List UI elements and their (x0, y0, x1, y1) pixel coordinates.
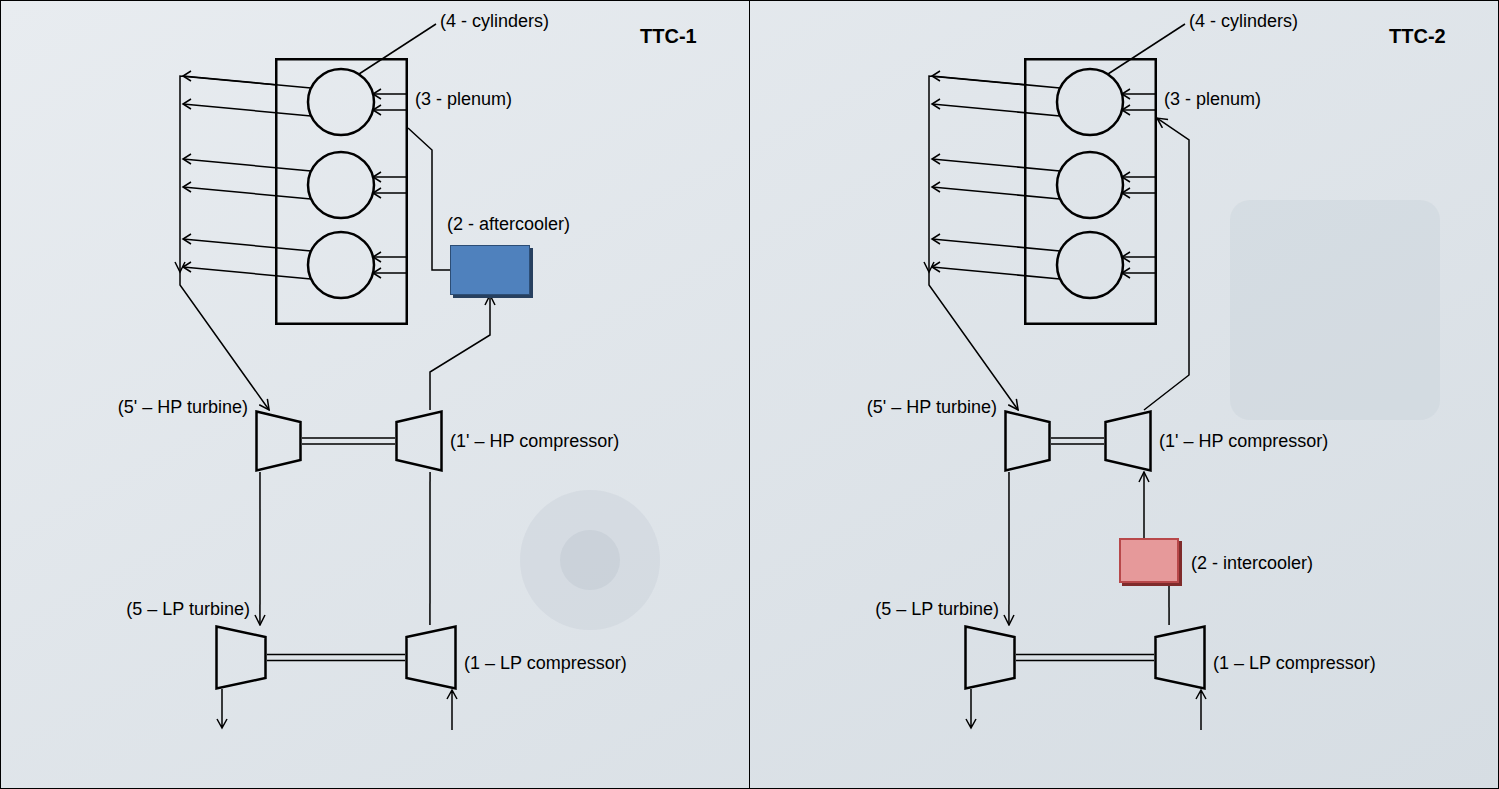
compressor-symbol: (1 – LP compressor) (1154, 625, 1206, 690)
compressor-outline (1104, 410, 1152, 472)
part-label: (2 - intercooler) (1191, 552, 1313, 574)
turbine-symbol: (5' – HP turbine) (1004, 410, 1051, 472)
cylinder-circle (1057, 232, 1123, 298)
compressor-outline (405, 625, 457, 690)
exhaust-line (183, 76, 311, 279)
cylinder-circle (308, 69, 374, 135)
part-label: (1' – HP compressor) (1159, 430, 1328, 452)
flow-connector (1144, 118, 1189, 410)
engine-block: (4 - cylinders)(3 - plenum) (275, 58, 408, 325)
arrow-head (175, 71, 191, 272)
part-label: (4 - cylinders) (1189, 10, 1298, 32)
turbine-symbol: (5' – HP turbine) (255, 410, 302, 472)
compressor-outline (1154, 625, 1206, 690)
turbine-trapezoid (1006, 412, 1050, 471)
compressor-trapezoid (397, 412, 442, 471)
part-label: (3 - plenum) (1164, 88, 1261, 110)
flow-sketch (924, 24, 1206, 730)
exhaust-line (932, 76, 1060, 279)
intake-line (1122, 94, 1157, 273)
turbine-trapezoid (966, 627, 1015, 689)
background-gear (560, 530, 620, 590)
part-label: (1' – HP compressor) (450, 430, 619, 452)
flow-sketch (175, 24, 457, 730)
part-label: (5 – LP turbine) (875, 598, 999, 620)
aftercooler-box: (2 - aftercooler) (450, 245, 530, 295)
part-label: (5' – HP turbine) (118, 396, 248, 418)
background-engine-part (1230, 200, 1440, 420)
flow-connector (180, 76, 275, 410)
compressor-outline (395, 410, 443, 472)
flow-connector (1168, 583, 1170, 625)
turbine-outline (215, 625, 267, 690)
compressor-symbol: (1' – HP compressor) (1104, 410, 1152, 472)
flow-connector (929, 76, 1024, 410)
inlet-arrow (1196, 690, 1206, 730)
compressor-symbol: (1' – HP compressor) (395, 410, 443, 472)
part-label: (1 – LP compressor) (464, 652, 627, 674)
engine-outline (1024, 58, 1157, 325)
leader-line (359, 24, 436, 74)
cylinder-circle (1057, 69, 1123, 135)
compressor-trapezoid (1156, 627, 1205, 689)
engine-block-outline (276, 59, 407, 324)
intake-line (373, 94, 408, 273)
flow-connector (429, 472, 431, 625)
turbine-trapezoid (257, 412, 301, 471)
cylinder-circle (308, 152, 374, 218)
part-label: (5 – LP turbine) (126, 598, 250, 620)
inlet-arrow (447, 690, 457, 730)
part-label: (1 – LP compressor) (1213, 652, 1376, 674)
outlet-arrow (217, 689, 227, 728)
flow-connector (259, 472, 261, 625)
turbine-trapezoid (217, 627, 266, 689)
flow-connector (1008, 472, 1010, 625)
turbine-outline (255, 410, 302, 472)
turbine-outline (1004, 410, 1051, 472)
flow-connector (1143, 472, 1145, 538)
compressor-trapezoid (407, 627, 456, 689)
engine-block: (4 - cylinders)(3 - plenum) (1024, 58, 1157, 325)
shaft (267, 438, 405, 661)
part-label: (3 - plenum) (415, 88, 512, 110)
cylinder-circle (1057, 152, 1123, 218)
turbine-symbol: (5 – LP turbine) (215, 625, 267, 690)
intercooler-box: (2 - intercooler) (1119, 538, 1179, 583)
engine-outline (275, 58, 408, 325)
turbine-outline (964, 625, 1016, 690)
part-label: (5' – HP turbine) (867, 396, 997, 418)
panel-title: TTC-1 (640, 24, 697, 48)
diagram-panel: TTC-2(4 - cylinders)(3 - plenum)(5' – HP… (749, 0, 1499, 789)
engine-block-outline (1025, 59, 1156, 324)
cylinder-circle (308, 232, 374, 298)
panel-title: TTC-2 (1389, 24, 1446, 48)
flow-connector (430, 295, 490, 410)
turbine-symbol: (5 – LP turbine) (964, 625, 1016, 690)
outlet-arrow (966, 689, 976, 728)
leader-line (1108, 24, 1185, 74)
background-gear (520, 490, 660, 630)
part-label: (2 - aftercooler) (447, 213, 570, 235)
part-label: (4 - cylinders) (440, 10, 549, 32)
compressor-symbol: (1 – LP compressor) (405, 625, 457, 690)
flow-connector (408, 128, 450, 270)
arrow-head (924, 71, 940, 272)
diagram-panel: TTC-1(4 - cylinders)(3 - plenum)(2 - aft… (0, 0, 750, 789)
compressor-trapezoid (1106, 412, 1151, 471)
